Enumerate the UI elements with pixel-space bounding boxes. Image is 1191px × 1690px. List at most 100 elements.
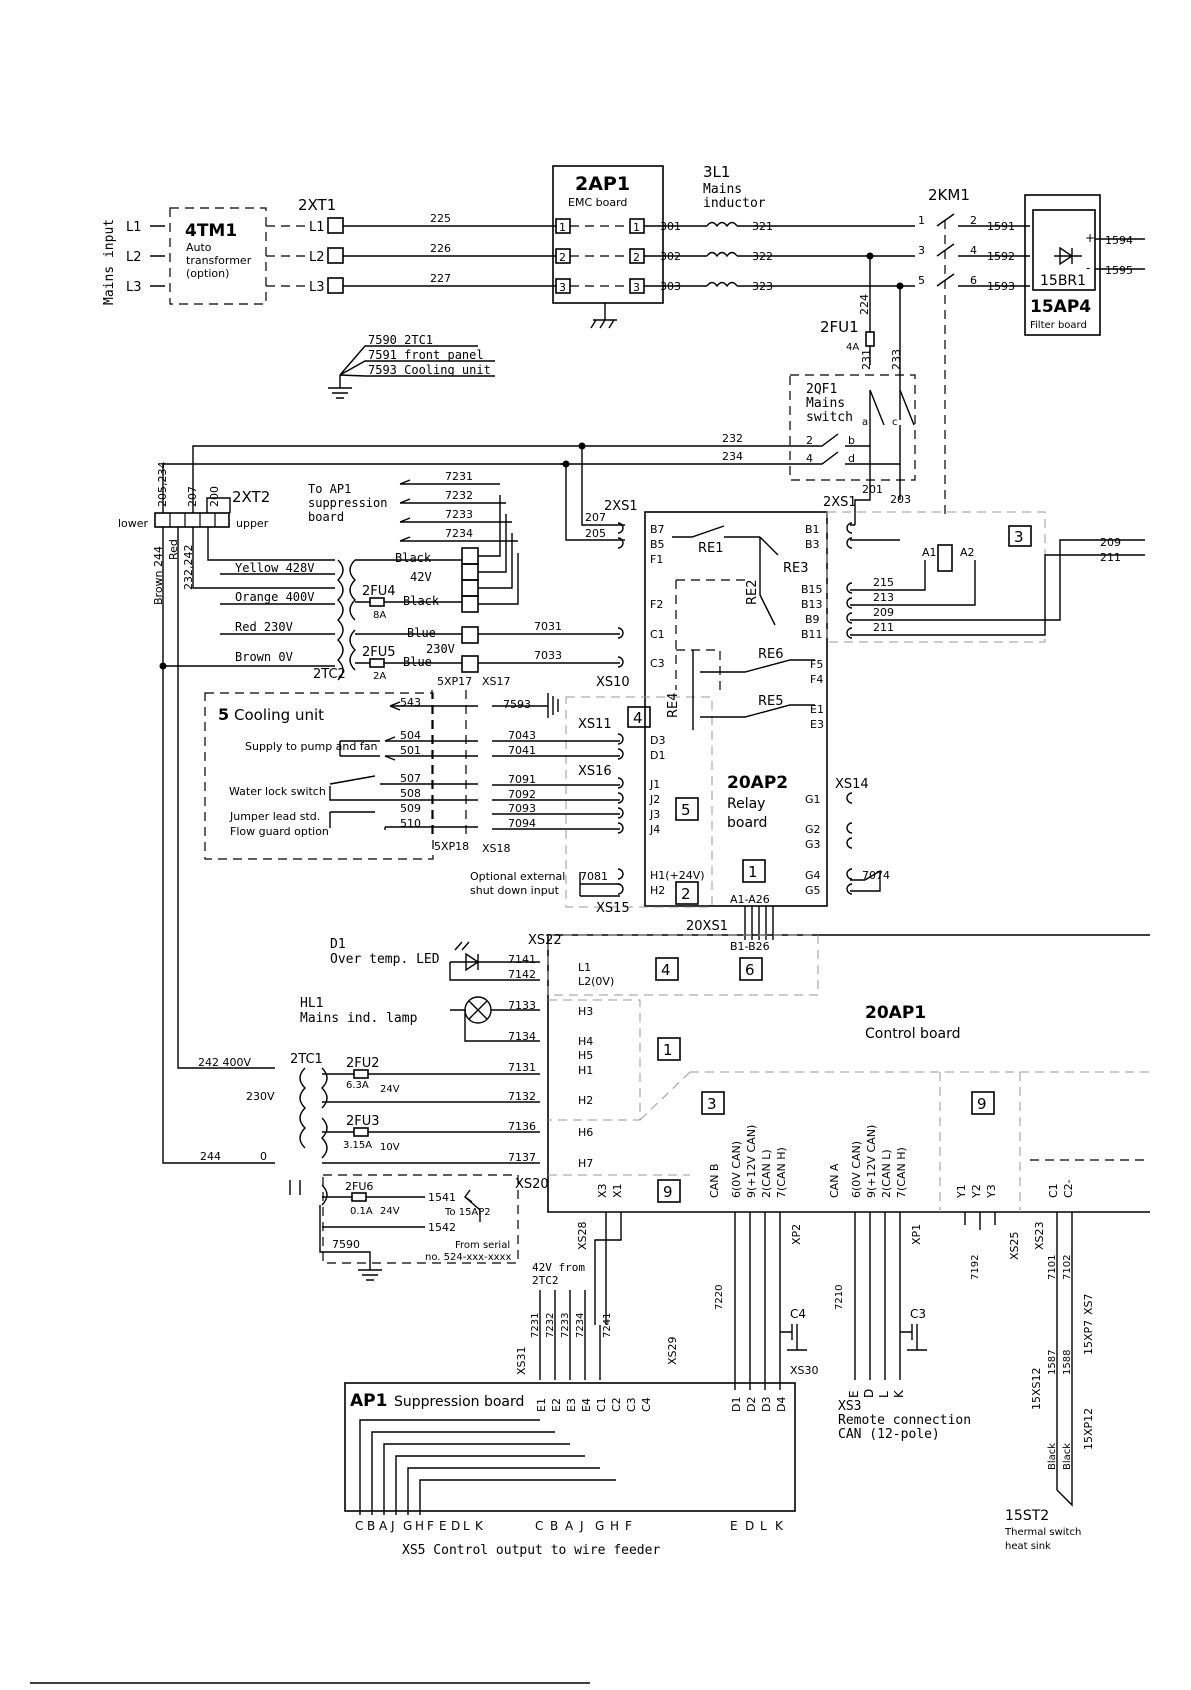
wire-211: 211 [873, 621, 894, 634]
xs3-id: XS3 [838, 1399, 861, 1414]
b7233: 7233 [560, 1313, 571, 1338]
inductor-out-wires [737, 225, 915, 287]
pin-h2: H2 [650, 884, 665, 897]
wire-7091: 7091 [508, 773, 536, 786]
cpin-h4: H4 [578, 1035, 593, 1048]
control-xs22: XS22 [528, 933, 562, 948]
qf1-desc1: Mains [806, 396, 845, 411]
wire-7141: 7141 [508, 953, 536, 966]
b7234: 7234 [575, 1313, 586, 1338]
wire-323: 323 [752, 280, 773, 293]
wire-510: 510 [400, 817, 421, 830]
tc2-blue1: Blue [407, 626, 436, 640]
wire-7136: 7136 [508, 1120, 536, 1133]
b7231: 7231 [530, 1313, 541, 1338]
wire-501: 501 [400, 744, 421, 757]
tm1-id: 4TM1 [185, 221, 237, 241]
ap1ref-7234: 7234 [445, 527, 473, 540]
tc2-blue-wires [478, 633, 620, 664]
xt2-232: 232,242 [182, 545, 195, 591]
tc1-fu6: 2FU6 [345, 1180, 373, 1193]
fu2-fuse [353, 1069, 369, 1079]
tc2-black2: Black [403, 594, 440, 608]
relay-box [644, 511, 828, 907]
emc-t1a: 1 [559, 221, 566, 234]
ap1ref-7233: 7233 [445, 508, 473, 521]
ap1-pin-e4: E4 [580, 1398, 593, 1412]
ap1-pin-e1: E1 [535, 1398, 548, 1412]
g4-g5-loop [850, 869, 881, 892]
km1-coil [937, 544, 953, 572]
fu5-fuse [369, 658, 385, 668]
tc2-fu4: 2FU4 [362, 584, 396, 599]
xt2-wires [162, 527, 335, 1164]
emc-t2a: 2 [559, 251, 566, 264]
cana-wires [854, 1212, 901, 1380]
km1-p2: 2 [970, 214, 977, 227]
xs17: XS17 [482, 675, 511, 688]
cpin-c1: C1 [1047, 1183, 1060, 1198]
re6: RE6 [758, 647, 784, 662]
gnd-wire-7590: 7590 2TC1 [368, 333, 433, 347]
wire-226: 226 [430, 242, 451, 255]
control-z4: 4 [661, 961, 671, 979]
relay-desc2: board [727, 815, 767, 831]
tc1-fu3r: 3.15A [343, 1140, 372, 1151]
relay-zone-3-outline [826, 511, 1046, 643]
ap1-pin-d4: D4 [775, 1397, 788, 1412]
xs29: XS29 [666, 1336, 679, 1365]
black2: Black [1062, 1443, 1073, 1470]
tc1-id: 2TC1 [290, 1052, 323, 1067]
pin-g1: G1 [805, 793, 821, 806]
from42a: 42V from [532, 1261, 585, 1274]
ap1-mid-pin: G [595, 1519, 604, 1533]
tc1-244: 244 [200, 1150, 221, 1163]
cpin-h2: H2 [578, 1094, 593, 1107]
wire-7074: 7074 [862, 869, 890, 882]
st2-desc1: Thermal switch [1004, 1527, 1081, 1538]
cooling-water: Water lock switch [229, 785, 326, 798]
w1588: 1588 [1062, 1350, 1073, 1375]
tc2-230v: 230V [426, 642, 455, 656]
cpin-a2: 2(CAN L) [880, 1149, 893, 1198]
w1587: 1587 [1047, 1350, 1058, 1375]
wire-213: 213 [873, 591, 894, 604]
cpin-a9: 9(+12V CAN) [865, 1125, 878, 1198]
pin-e3: E3 [810, 718, 824, 731]
x-wires [594, 1212, 622, 1325]
pin-h1: H1(+24V) [650, 869, 705, 882]
tm1-out-lines [266, 225, 305, 287]
emc-t2b: 2 [633, 251, 640, 264]
tc2-fu5: 2FU5 [362, 645, 396, 660]
re1: RE1 [698, 541, 724, 556]
pin-g3: G3 [805, 838, 821, 851]
ap1ref-7232: 7232 [445, 489, 473, 502]
fu4-fuse [369, 597, 385, 607]
qf1-a: a [862, 417, 868, 428]
tc2-term [461, 626, 479, 644]
qf1-c: c [892, 417, 898, 428]
tc1-core [289, 1180, 301, 1195]
ap1-right-pin: K [775, 1519, 784, 1533]
relay-ribbon [744, 906, 774, 940]
wire-203: 203 [890, 493, 911, 506]
tc1-ground-icon [319, 1205, 382, 1281]
wire-7131: 7131 [508, 1061, 536, 1074]
ap1-pin-d1: D1 [730, 1397, 743, 1412]
cpin-a6: 6(0V CAN) [850, 1141, 863, 1198]
xt2-dividers [169, 513, 216, 527]
tc2-term [461, 655, 479, 673]
filter-desc: Filter board [1030, 320, 1087, 331]
xs31-wire-labels: 7231 7232 7233 7234 7241 [530, 1313, 613, 1338]
cooling-box [204, 692, 434, 860]
relay-z4: 4 [633, 709, 643, 727]
xs31: XS31 [515, 1346, 528, 1375]
tc1-fu6v: 24V [380, 1206, 400, 1217]
qf1-id: 2QF1 [806, 382, 837, 397]
cpin-y2: Y2 [970, 1184, 983, 1199]
ap1-left-pin: E [439, 1519, 447, 1533]
ap1ref-l1: To AP1 [308, 482, 351, 496]
relay-b-wires [565, 446, 625, 541]
cpin-b2: 2(CAN L) [760, 1149, 773, 1198]
control-z9b: 9 [977, 1095, 987, 1113]
